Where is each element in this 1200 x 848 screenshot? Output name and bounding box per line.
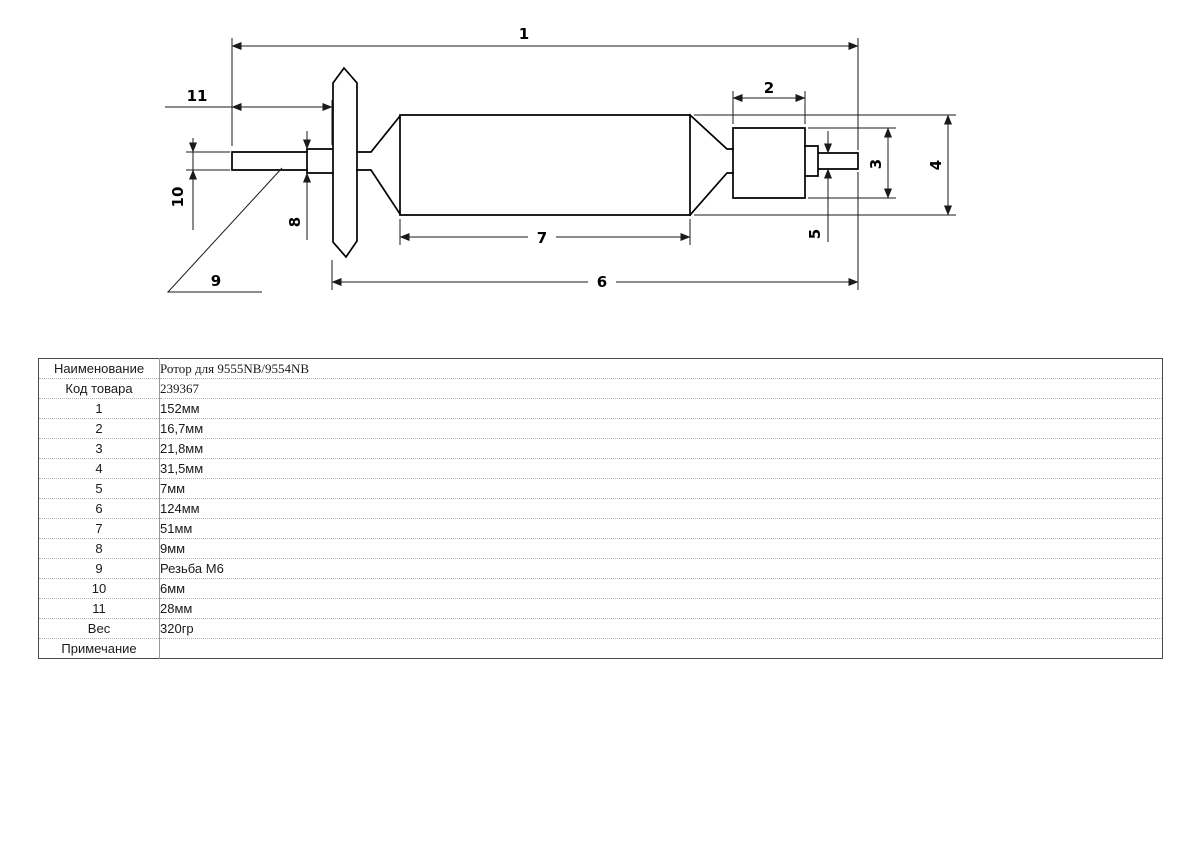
param-cell: 10: [38, 578, 160, 599]
dim-label-10: 10: [169, 187, 187, 208]
dim-label-8: 8: [286, 217, 304, 227]
table-row: 2 16,7мм: [38, 418, 1163, 439]
table-row: 10 6мм: [38, 578, 1163, 599]
table-row: Наименование Ротор для 9555NB/9554NB: [38, 358, 1163, 379]
value-cell: 152мм: [159, 398, 1163, 419]
dim-label-3: 3: [867, 159, 885, 169]
value-cell: 6мм: [159, 578, 1163, 599]
param-cell: Наименование: [38, 358, 160, 379]
fan-disc: [332, 66, 358, 259]
param-cell: 6: [38, 498, 160, 519]
value-cell: 124мм: [159, 498, 1163, 519]
table-row: 8 9мм: [38, 538, 1163, 559]
right-taper: [688, 113, 734, 217]
table-row: 11 28мм: [38, 598, 1163, 619]
param-cell: 8: [38, 538, 160, 559]
dimension-labels: 1 11 10 8 9 7 6 2 3 4 5: [169, 25, 945, 291]
param-cell: Код товара: [38, 378, 160, 399]
table-row: 7 51мм: [38, 518, 1163, 539]
param-cell: 9: [38, 558, 160, 579]
param-cell: 3: [38, 438, 160, 459]
param-cell: 5: [38, 478, 160, 499]
param-cell: Вес: [38, 618, 160, 639]
extension-lines: [186, 38, 956, 290]
table-row: Примечание: [38, 638, 1163, 659]
technical-drawing-svg: 1 11 10 8 9 7 6 2 3 4 5: [165, 25, 956, 293]
dim-label-9: 9: [211, 272, 221, 290]
value-cell: 28мм: [159, 598, 1163, 619]
value-cell: 9мм: [159, 538, 1163, 559]
spec-table: Наименование Ротор для 9555NB/9554NB Код…: [38, 358, 1163, 659]
left-taper: [356, 114, 402, 216]
value-cell: [159, 638, 1163, 659]
value-cell: Ротор для 9555NB/9554NB: [159, 358, 1163, 379]
table-row: 6 124мм: [38, 498, 1163, 519]
param-cell: Примечание: [38, 638, 160, 659]
table-row: Код товара 239367: [38, 378, 1163, 399]
value-cell: 16,7мм: [159, 418, 1163, 439]
table-row: 5 7мм: [38, 478, 1163, 499]
dim-label-7: 7: [537, 229, 547, 247]
value-cell: 320гр: [159, 618, 1163, 639]
value-cell: 51мм: [159, 518, 1163, 539]
dimension-lines: [165, 42, 952, 293]
rotor-outline: [231, 66, 859, 259]
param-cell: 7: [38, 518, 160, 539]
dim-label-5: 5: [806, 229, 824, 239]
table-row: 4 31,5мм: [38, 458, 1163, 479]
param-cell: 1: [38, 398, 160, 419]
commutator-block: [732, 127, 806, 199]
dim-label-11: 11: [187, 87, 208, 105]
table-row: 9 Резьба М6: [38, 558, 1163, 579]
param-cell: 4: [38, 458, 160, 479]
armature-body: [399, 114, 691, 216]
dim-label-1: 1: [519, 25, 529, 43]
table-row: Вес 320гр: [38, 618, 1163, 639]
param-cell: 2: [38, 418, 160, 439]
value-cell: 7мм: [159, 478, 1163, 499]
value-cell: 239367: [159, 378, 1163, 399]
dim-label-6: 6: [597, 273, 607, 291]
value-cell: 21,8мм: [159, 438, 1163, 459]
dim-label-4: 4: [927, 160, 945, 170]
leader-line-9: [166, 167, 283, 293]
dim-label-2: 2: [764, 79, 774, 97]
table-row: 3 21,8мм: [38, 438, 1163, 459]
value-cell: Резьба М6: [159, 558, 1163, 579]
left-shaft: [231, 151, 308, 171]
rotor-dimension-drawing: 1 11 10 8 9 7 6 2 3 4 5: [0, 0, 1200, 330]
param-cell: 11: [38, 598, 160, 619]
table-row: 1 152мм: [38, 398, 1163, 419]
right-shaft: [804, 145, 859, 177]
shaft-step: [306, 148, 333, 174]
value-cell: 31,5мм: [159, 458, 1163, 479]
